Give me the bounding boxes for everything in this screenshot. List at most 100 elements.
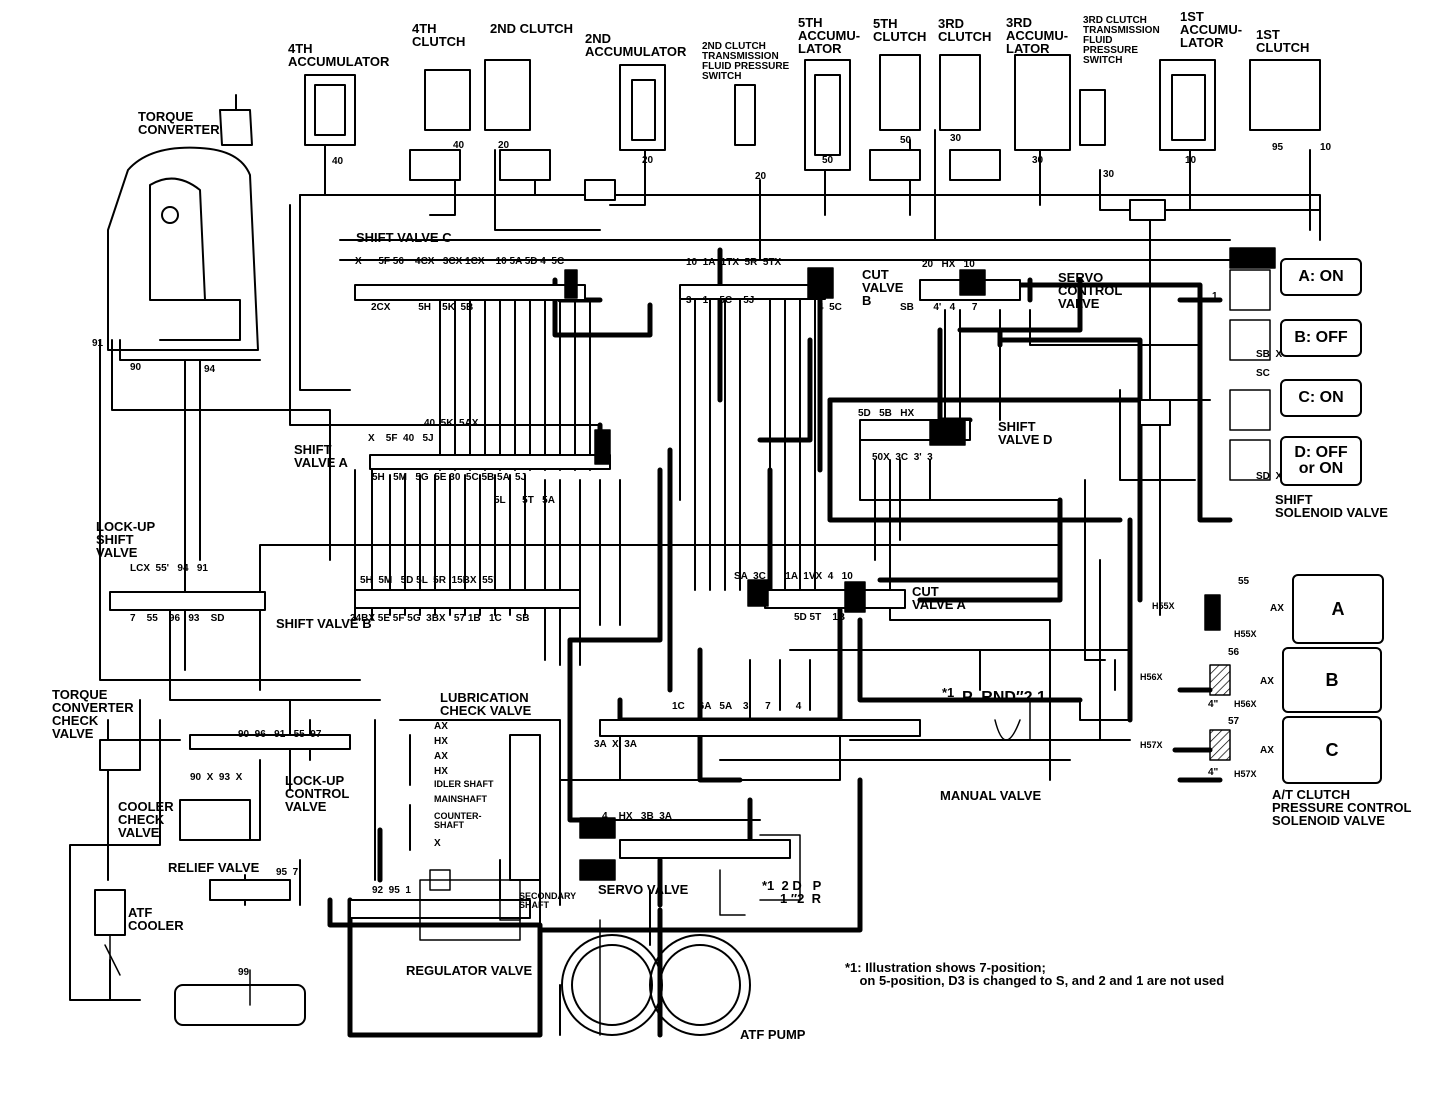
solenoid-a-state: A: ON — [1280, 258, 1362, 296]
lock-up-shift-body — [109, 591, 266, 611]
cut-valve-a-ports: SA 3C 1A 1VX 4 10 — [734, 571, 853, 582]
lock-up-control-ports-lower: 90 X 93 X — [190, 772, 243, 783]
port-label: 4" — [1208, 767, 1219, 778]
manual-positions: P RND″2 1 — [962, 689, 1046, 706]
linear-solenoid-b: B — [1282, 647, 1382, 713]
lubrication-check-valve-label: LUBRICATION CHECK VALVE — [440, 690, 532, 718]
h57x-port: H57X — [1140, 740, 1163, 750]
regulator-valve-ports: 92 95 1 — [372, 885, 411, 896]
second-clutch-pressure-switch-label: 2ND CLUTCH TRANSMISSION FLUID PRESSURE S… — [702, 41, 790, 82]
h55x-port-b: H55X — [1234, 629, 1257, 639]
shift-valve-c-label: SHIFT VALVE C — [356, 230, 452, 245]
lock-up-shift-ports: LCX 55' 94 91 — [130, 563, 208, 574]
port-label: 40 — [453, 140, 465, 151]
shift-valve-c-body — [354, 284, 586, 301]
first-clutch-label: 1ST CLUTCH — [1256, 27, 1310, 55]
servo-valve-body — [619, 839, 791, 859]
cooler-check-valve-label: COOLER CHECK VALVE — [118, 799, 174, 840]
lock-up-control-ports: 90 96 91 55 97 — [238, 729, 322, 740]
shift-valve-a-label: SHIFT VALVE A — [294, 442, 348, 470]
torque-converter — [107, 94, 261, 361]
h56x-port-b: H56X — [1234, 699, 1257, 709]
shift-valve-a-ports-lower: 5H 5M 5G 5E 30 5C 5B 5A 5J — [372, 472, 527, 483]
linear-solenoid-c: C — [1282, 716, 1382, 784]
lock-up-shift-valve-label: LOCK-UP SHIFT VALVE — [96, 519, 156, 560]
cut-valve-a-body — [764, 589, 906, 609]
port-label: 90 — [130, 362, 142, 373]
port-label: 30 — [1032, 155, 1044, 166]
port-label: 10 — [1320, 142, 1332, 153]
shift-valve-d-ports: 5D 5B HX — [858, 408, 915, 419]
h56x-port: H56X — [1140, 672, 1163, 682]
regulator-valve-body — [349, 899, 531, 919]
cut-valve-a-label: CUT VALVE A — [912, 584, 966, 612]
manual-valve-label: MANUAL VALVE — [940, 788, 1042, 803]
port-label: 4" — [1208, 699, 1219, 710]
port-label: 99 — [238, 967, 250, 978]
servo-control-valve-label: SERVO CONTROL VALVE — [1058, 270, 1123, 311]
shift-valve-c-ports: X 5F 56 4CX 3CX 1CX 10 5A 5D 4 5C — [355, 256, 565, 267]
manual-valve-ports: 1C 6A 5A 3 7 4 — [672, 701, 802, 712]
port-label: 30 — [950, 133, 962, 144]
atf-pump-label: ATF PUMP — [740, 1027, 806, 1042]
cut-valve-b-label: CUT VALVE B — [862, 267, 904, 308]
port-label: 1 — [1212, 291, 1218, 302]
shift-valve-a-ports-lower2: 5L 5T 5A — [494, 495, 555, 506]
solenoid-b-state: B: OFF — [1280, 319, 1362, 357]
shift-solenoid-valve-label: SHIFT SOLENOID VALVE — [1275, 492, 1388, 520]
lube-tap-ax-1: AX — [434, 721, 448, 732]
fourth-clutch-label: 4TH CLUTCH — [412, 21, 466, 49]
lock-up-control-valve-label: LOCK-UP CONTROL VALVE — [285, 773, 350, 814]
cut-valve-b-ports: 4 5C — [818, 302, 842, 313]
servo-valve-ports: 4 HX 3B 3A — [602, 811, 673, 822]
ax-port: AX — [1260, 745, 1274, 756]
servo-control-ports-lower: SB 4' 4 7 — [900, 302, 978, 313]
shift-valve-d-label: SHIFT VALVE D — [998, 419, 1053, 447]
atf-pump — [559, 934, 751, 1036]
second-clutch-label: 2ND CLUTCH — [490, 21, 574, 36]
port-label: 91 — [92, 338, 104, 349]
ax-port: AX — [1260, 676, 1274, 687]
lever-positions: *1 2 D P 1 ″2 R — [762, 878, 822, 906]
mainshaft-label: MAINSHAFT — [434, 794, 487, 804]
shift-valve-a-ports-top: 40 5K 5AX — [424, 418, 479, 429]
h57x-port-b: H57X — [1234, 769, 1257, 779]
port-label: 20 — [642, 155, 654, 166]
s7-port: 57 — [1228, 716, 1240, 727]
port-label: 50 — [900, 135, 912, 146]
lube-tap-x: X — [434, 838, 441, 849]
shift-valve-a-body — [369, 454, 611, 470]
relief-valve-label: RELIEF VALVE — [168, 860, 260, 875]
third-accumulator-label: 3RD ACCUMU- LATOR — [1006, 15, 1069, 56]
manual-valve-body — [599, 719, 921, 737]
fourth-accumulator-label: 4TH ACCUMULATOR — [288, 41, 390, 69]
port-label: 95 — [1272, 142, 1284, 153]
atf-cooler-body — [94, 889, 126, 936]
first-accumulator-label: 1ST ACCUMU- LATOR — [1180, 9, 1243, 50]
port-label: 20 — [498, 140, 510, 151]
s6-port: 56 — [1228, 647, 1240, 658]
shift-valve-b-ports: 5H 5M 5D 5L 5R 15BX 55' — [360, 575, 496, 586]
ax-port: AX — [1270, 603, 1284, 614]
solenoid-d-state: D: OFF or ON — [1280, 436, 1362, 486]
second-accumulator-label: 2ND ACCUMULATOR — [585, 31, 687, 59]
lock-up-control-body — [189, 734, 351, 750]
solenoid-d-state-text: D: OFF or ON — [1294, 444, 1348, 477]
shift-valve-b-ports-lower: 24BX 5E 5F 5G 3BX 57 1B 1C SB — [350, 613, 530, 624]
third-clutch-pressure-switch-label: 3RD CLUTCH TRANSMISSION FLUID PRESSURE S… — [1083, 15, 1160, 66]
lube-tap-hx-2: HX — [434, 766, 448, 777]
port-label: 10 — [1185, 155, 1197, 166]
port-label: 20 — [755, 171, 767, 182]
third-clutch-label: 3RD CLUTCH — [938, 16, 992, 44]
port-label: 40 — [332, 156, 344, 167]
shift-valve-b-label: SHIFT VALVE B — [276, 616, 372, 631]
middle-valve-ports: 10 1A 1TX 5R 5TX — [686, 257, 782, 268]
relief-valve-body — [209, 879, 291, 901]
s5-port: 55 — [1238, 576, 1250, 587]
manual-note-ref: *1 — [942, 685, 955, 700]
shift-valve-a-ports: X 5F 40 5J — [368, 433, 434, 444]
torque-converter-check-valve-label: TORQUE CONVERTER CHECK VALVE — [52, 687, 134, 741]
port-label: 30 — [1103, 169, 1115, 180]
